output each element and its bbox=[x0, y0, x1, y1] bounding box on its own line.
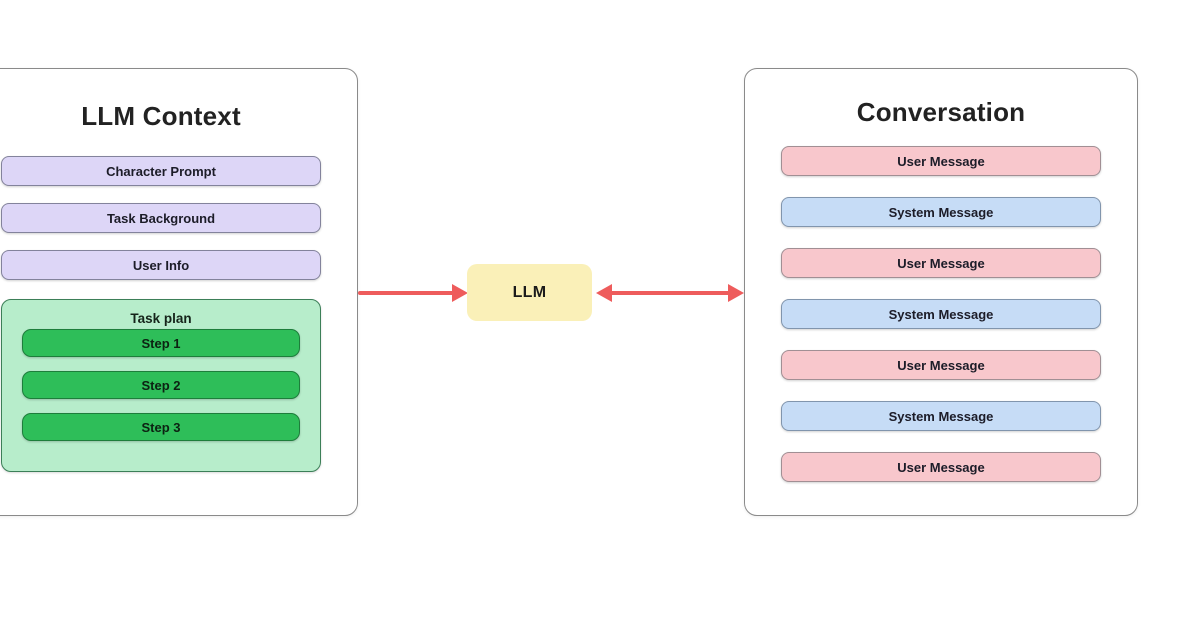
context-item-task-background: Task Background bbox=[1, 203, 321, 233]
task-plan-step-1: Step 1 bbox=[22, 329, 300, 357]
arrow-left-icon bbox=[596, 284, 612, 302]
message-label: User Message bbox=[897, 153, 985, 169]
message-pill-user: User Message bbox=[781, 248, 1101, 278]
message-pill-user: User Message bbox=[781, 146, 1101, 176]
message-label: System Message bbox=[888, 408, 994, 424]
task-plan-step-2: Step 2 bbox=[22, 371, 300, 399]
message-pill-system: System Message bbox=[781, 197, 1101, 227]
context-item-user-info: User Info bbox=[1, 250, 321, 280]
llm-context-panel: LLM Context Character Prompt Task Backgr… bbox=[0, 68, 358, 516]
arrow-right-icon bbox=[728, 284, 744, 302]
message-pill-user: User Message bbox=[781, 350, 1101, 380]
arrow-context-to-llm-line bbox=[358, 291, 454, 295]
arrow-llm-to-conversation-line bbox=[610, 291, 730, 295]
message-pill-user: User Message bbox=[781, 452, 1101, 482]
conversation-panel: Conversation User Message System Message… bbox=[744, 68, 1138, 516]
llm-node-label: LLM bbox=[512, 283, 547, 301]
message-pill-system: System Message bbox=[781, 401, 1101, 431]
message-label: System Message bbox=[888, 204, 994, 220]
llm-node: LLM bbox=[467, 264, 592, 321]
step-label: Step 1 bbox=[141, 335, 181, 351]
llm-context-title: LLM Context bbox=[81, 101, 241, 131]
message-label: System Message bbox=[888, 306, 994, 322]
message-label: User Message bbox=[897, 357, 985, 373]
conversation-title: Conversation bbox=[856, 97, 1026, 127]
message-label: User Message bbox=[897, 255, 985, 271]
context-item-label: Task Background bbox=[106, 210, 216, 226]
context-item-character-prompt: Character Prompt bbox=[1, 156, 321, 186]
message-pill-system: System Message bbox=[781, 299, 1101, 329]
task-plan-step-3: Step 3 bbox=[22, 413, 300, 441]
arrow-right-icon bbox=[452, 284, 468, 302]
step-label: Step 3 bbox=[141, 419, 181, 435]
step-label: Step 2 bbox=[141, 377, 181, 393]
message-label: User Message bbox=[897, 459, 985, 475]
task-plan-container: Task plan Step 1 Step 2 Step 3 bbox=[1, 299, 321, 472]
task-plan-title: Task plan bbox=[130, 311, 192, 326]
context-item-label: User Info bbox=[132, 257, 190, 273]
context-item-label: Character Prompt bbox=[106, 163, 216, 179]
